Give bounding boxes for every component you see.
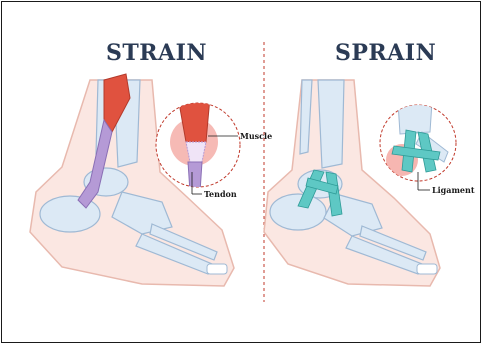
tendon-label: Tendon bbox=[204, 189, 237, 199]
sprain-magnifier-callout bbox=[380, 102, 456, 190]
strain-title: STRAIN bbox=[106, 40, 207, 66]
muscle-label: Muscle bbox=[240, 131, 272, 141]
ligament-label: Ligament bbox=[432, 185, 475, 195]
sprain-calcaneus bbox=[270, 194, 326, 230]
sprain-title: SPRAIN bbox=[335, 40, 436, 66]
strain-toe bbox=[207, 264, 227, 274]
sprain-tibia bbox=[318, 80, 344, 168]
sprain-toe bbox=[417, 264, 437, 274]
